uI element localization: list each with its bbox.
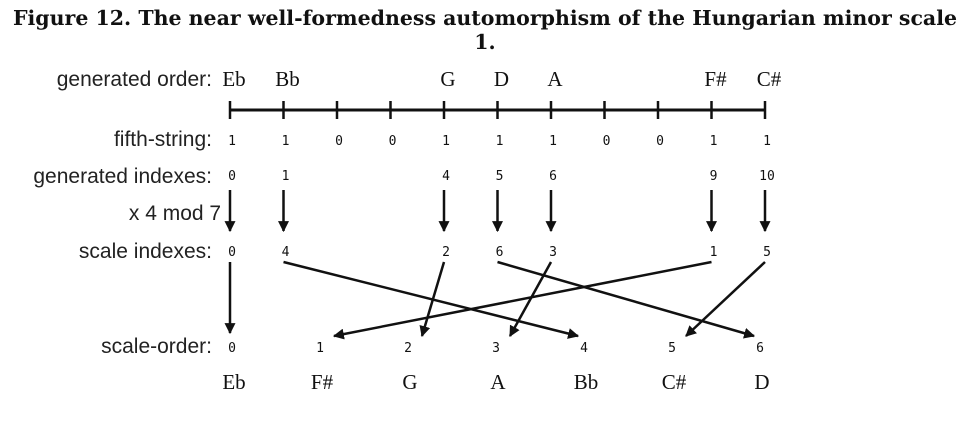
generated-order-note: G: [440, 67, 455, 91]
scale-order-value: 0: [228, 341, 236, 356]
scale-order-note: Bb: [574, 370, 599, 394]
fifth-string-value: 0: [656, 134, 664, 149]
generated-order-note: Bb: [275, 67, 300, 91]
fifth-string-value: 1: [442, 134, 450, 149]
scale-order-note: G: [402, 370, 417, 394]
fifth-string-value: 0: [603, 134, 611, 149]
scale-index-value: 6: [496, 245, 504, 260]
label-fifth-string: fifth-string:: [114, 128, 212, 151]
fifth-string-value: 1: [710, 134, 718, 149]
scale-index-value: 0: [228, 245, 236, 260]
scale-order-value: 4: [580, 341, 588, 356]
generated-order-note: D: [494, 67, 509, 91]
generated-order-note: F#: [704, 67, 727, 91]
mapping-arrow: [508, 261, 553, 337]
scale-order-value: 2: [404, 341, 412, 356]
label-scale-indexes: scale indexes:: [79, 240, 212, 263]
generated-order-notes: Eb Bb G D A F# C#: [222, 67, 781, 91]
mapping-arrow: [283, 260, 580, 339]
generated-index-value: 4: [442, 169, 450, 184]
scale-order-value: 1: [316, 341, 324, 356]
fifth-string-row: 1 1 0 0 1 1 1 0 0 1 1: [228, 134, 771, 149]
generated-index-value: 10: [759, 169, 775, 184]
generated-order-axis: [228, 101, 767, 119]
x4mod7-arrows: [224, 190, 771, 233]
scale-index-value: 2: [442, 245, 450, 260]
fifth-string-value: 0: [389, 134, 397, 149]
scale-indexes-row: 0 4 2 6 3 1 5: [228, 245, 771, 260]
scale-order-value: 5: [668, 341, 676, 356]
mapping-arrow: [332, 260, 712, 340]
scale-order-value: 3: [492, 341, 500, 356]
fifth-string-value: 1: [549, 134, 557, 149]
scale-order-value: 6: [756, 341, 764, 356]
scale-order-notes: Eb F# G A Bb C# D: [222, 370, 769, 394]
scale-order-note: C#: [662, 370, 687, 394]
generated-index-value: 0: [228, 169, 236, 184]
mapping-arrow: [497, 260, 756, 339]
generated-index-value: 1: [282, 169, 290, 184]
generated-order-note: A: [547, 67, 563, 91]
label-x4mod7: x 4 mod 7: [129, 202, 221, 225]
scale-index-value: 3: [549, 245, 557, 260]
scale-order-note: F#: [311, 370, 334, 394]
generated-index-value: 5: [496, 169, 504, 184]
scale-order-row: 0 1 2 3 4 5 6: [228, 341, 764, 356]
fifth-string-value: 1: [228, 134, 236, 149]
scale-index-value: 5: [763, 245, 771, 260]
label-generated-indexes: generated indexes:: [33, 165, 212, 188]
mapping-arrow: [685, 261, 766, 337]
fifth-string-value: 0: [335, 134, 343, 149]
label-generated-order: generated order:: [57, 68, 212, 91]
label-scale-order: scale-order:: [101, 335, 212, 358]
fifth-string-value: 1: [282, 134, 290, 149]
fifth-string-value: 1: [496, 134, 504, 149]
generated-indexes-row: 0 1 4 5 6 9 10: [228, 169, 775, 184]
fifth-string-value: 1: [763, 134, 771, 149]
figure-title: Figure 12. The near well-formedness auto…: [12, 6, 958, 54]
scale-order-note: D: [754, 370, 769, 394]
scale-index-value: 4: [282, 245, 290, 260]
mapping-arrows: [224, 260, 766, 340]
generated-index-value: 9: [710, 169, 718, 184]
mapping-arrow: [419, 261, 446, 338]
generated-order-note: Eb: [222, 67, 245, 91]
generated-order-note: C#: [757, 67, 782, 91]
generated-index-value: 6: [549, 169, 557, 184]
scale-order-note: A: [490, 370, 506, 394]
scale-index-value: 1: [710, 245, 718, 260]
scale-order-note: Eb: [222, 370, 245, 394]
